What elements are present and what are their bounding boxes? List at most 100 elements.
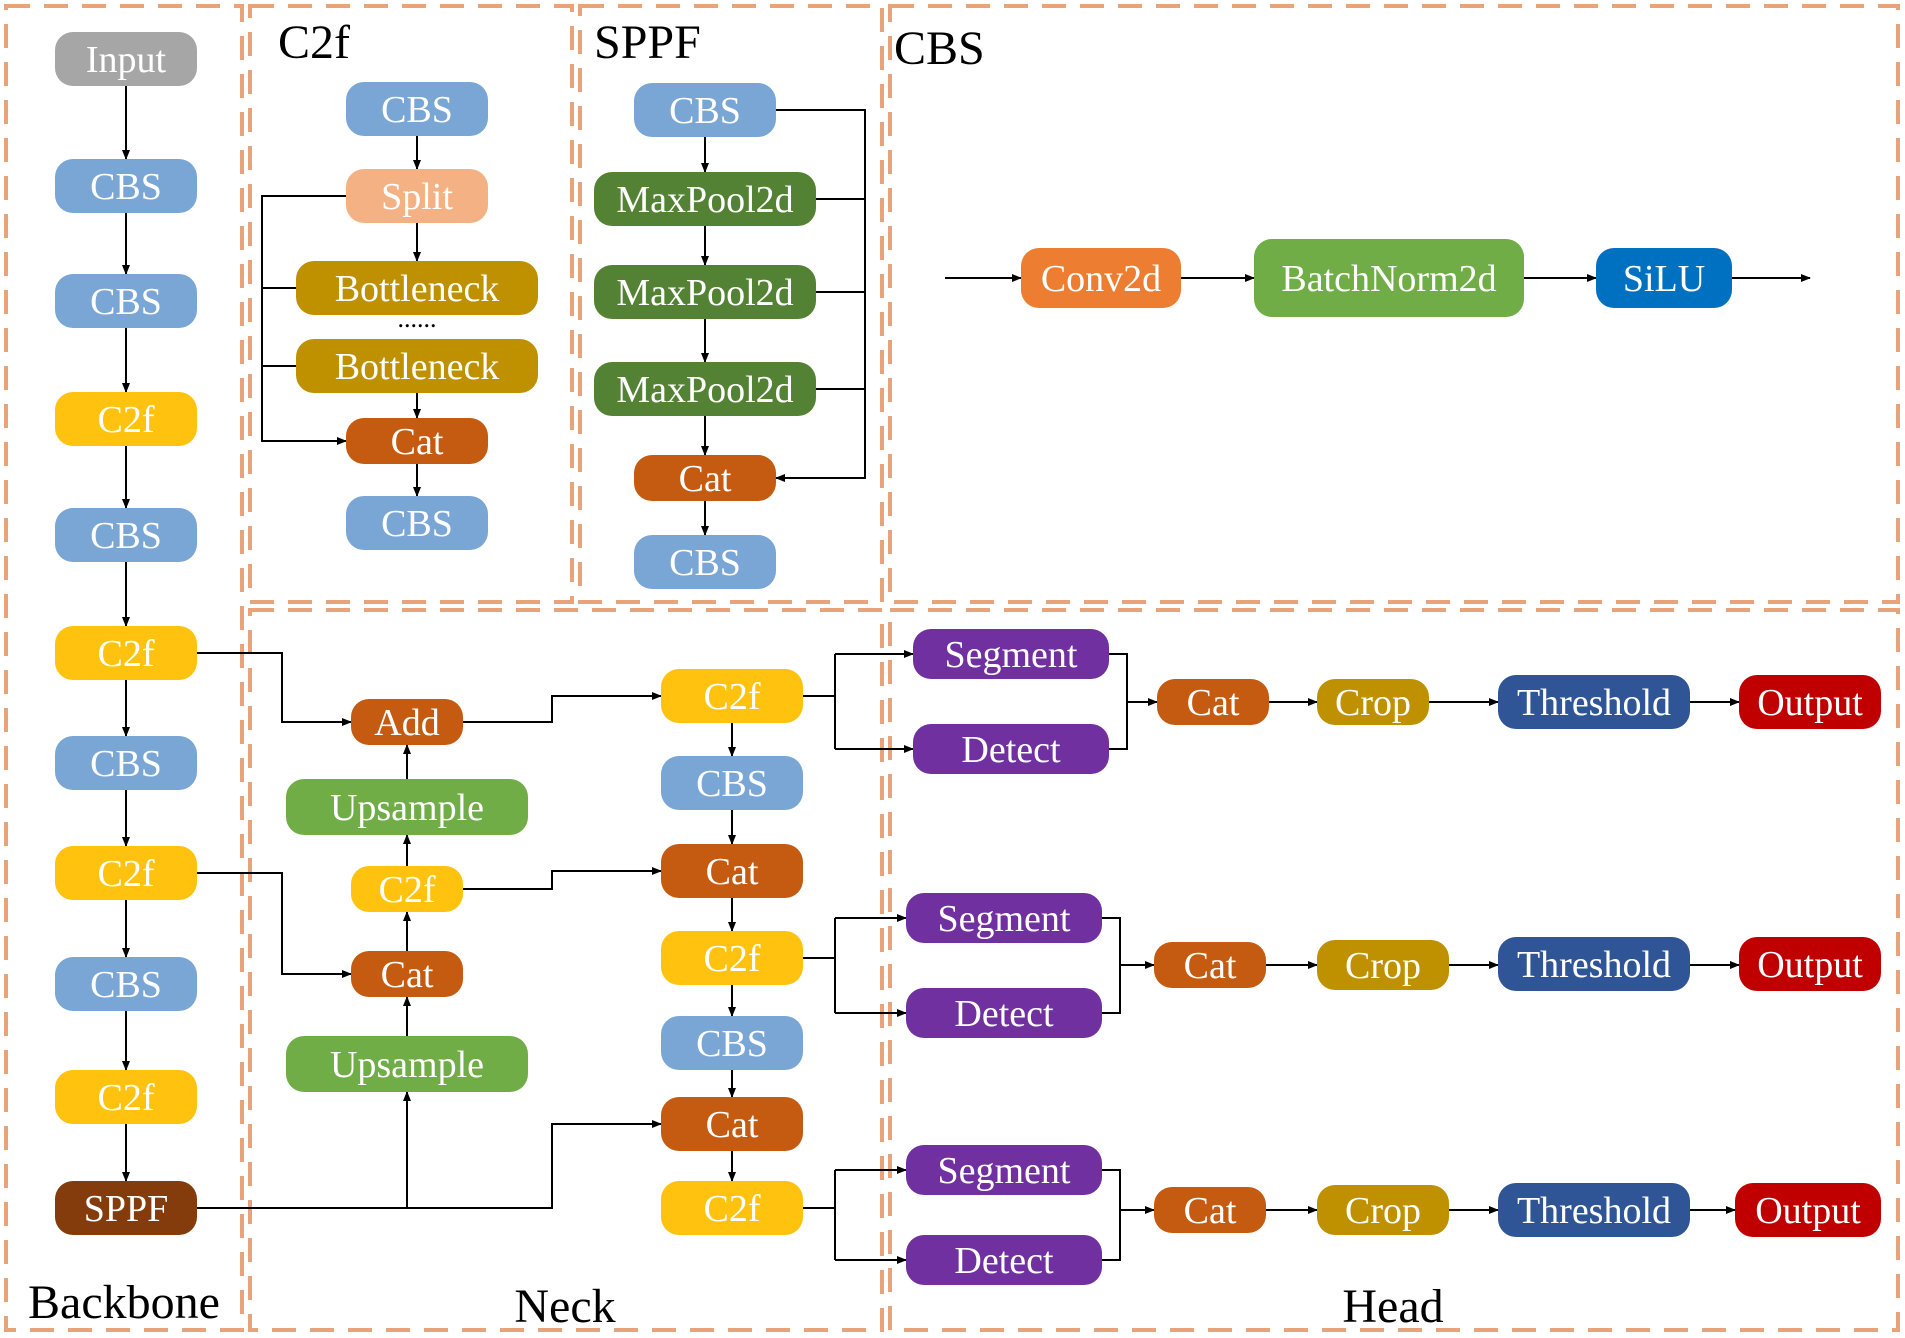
connector-38 bbox=[463, 692, 662, 723]
bb-sppf-box bbox=[55, 1181, 197, 1235]
node-cbs-silu: SiLU bbox=[1596, 248, 1732, 308]
node-cbs-batchnorm2d: BatchNorm2d bbox=[1254, 239, 1524, 317]
node-head3-crop: Crop bbox=[1317, 1185, 1449, 1235]
neck-cat-1-label: Cat bbox=[706, 851, 759, 893]
c2f-title: C2f bbox=[278, 16, 350, 69]
c2f-split-label: Split bbox=[381, 176, 453, 218]
node-bb-c2f-1: C2f bbox=[55, 392, 197, 446]
node-sppf-maxpool-3: MaxPool2d bbox=[594, 362, 816, 416]
frame-backbone bbox=[4, 4, 244, 1332]
node-bb-c2f-3: C2f bbox=[55, 846, 197, 900]
sppf-maxpool-1-label: MaxPool2d bbox=[616, 179, 793, 221]
sppf-cbs-in-box bbox=[634, 83, 776, 137]
node-head1-threshold: Threshold bbox=[1498, 675, 1690, 729]
connector-37 bbox=[407, 1120, 662, 1209]
sppf-maxpool-3-label: MaxPool2d bbox=[616, 369, 793, 411]
c2f-cbs-in-box bbox=[346, 82, 488, 136]
node-bb-sppf: SPPF bbox=[55, 1181, 197, 1235]
node-neck-c2f-mid: C2f bbox=[351, 866, 463, 912]
head1-threshold-box bbox=[1498, 675, 1690, 729]
sppf-title: SPPF bbox=[594, 16, 701, 69]
node-neck-c2f-1: C2f bbox=[661, 669, 803, 723]
neck-c2f-2-box bbox=[661, 931, 803, 985]
neck-add-label: Add bbox=[374, 702, 439, 744]
connector-68 bbox=[1102, 1169, 1121, 1261]
head2-crop-label: Crop bbox=[1345, 945, 1421, 987]
node-c2f-split: Split bbox=[346, 169, 488, 223]
head1-cat-box bbox=[1157, 679, 1269, 725]
neck-c2f-1-box bbox=[661, 669, 803, 723]
sppf-maxpool-2-label: MaxPool2d bbox=[616, 272, 793, 314]
node-neck-upsample-1: Upsample bbox=[286, 779, 528, 835]
neck-cbs-2-label: CBS bbox=[696, 1023, 768, 1065]
frame-head bbox=[888, 608, 1900, 1332]
head2-segment-label: Segment bbox=[938, 898, 1071, 940]
neck-cbs-1-label: CBS bbox=[696, 763, 768, 805]
c2f-cat-label: Cat bbox=[391, 421, 444, 463]
node-neck-c2f-2: C2f bbox=[661, 931, 803, 985]
sppf-cat-label: Cat bbox=[679, 458, 732, 500]
connector-35 bbox=[197, 872, 352, 978]
head3-output-box bbox=[1735, 1183, 1881, 1237]
connector-39 bbox=[463, 867, 662, 890]
c2f-split-box bbox=[346, 169, 488, 223]
cbs-silu-box bbox=[1596, 248, 1732, 308]
cbs-silu-label: SiLU bbox=[1623, 258, 1705, 300]
node-head2-detect: Detect bbox=[906, 988, 1102, 1038]
node-bb-c2f-2: C2f bbox=[55, 626, 197, 680]
c2f-bottleneck-1-box bbox=[296, 261, 538, 315]
head1-crop-label: Crop bbox=[1335, 682, 1411, 724]
head3-output-label: Output bbox=[1755, 1190, 1861, 1232]
head2-threshold-label: Threshold bbox=[1517, 944, 1671, 986]
connector-22 bbox=[775, 109, 866, 482]
cbs-batchnorm2d-label: BatchNorm2d bbox=[1281, 258, 1496, 300]
head1-crop-box bbox=[1317, 679, 1429, 725]
node-neck-cat-mid: Cat bbox=[351, 951, 463, 997]
neck-upsample-1-box bbox=[286, 779, 528, 835]
head1-segment-label: Segment bbox=[945, 634, 1078, 676]
head1-detect-box bbox=[913, 724, 1109, 774]
neck-upsample-1-label: Upsample bbox=[330, 787, 484, 829]
bb-c2f-2-label: C2f bbox=[98, 633, 155, 675]
connectors bbox=[122, 86, 1811, 1264]
cbs-title: CBS bbox=[894, 22, 985, 75]
frame-cbs bbox=[888, 4, 1900, 604]
node-head3-threshold: Threshold bbox=[1498, 1183, 1690, 1237]
neck-upsample-2-box bbox=[286, 1036, 528, 1092]
connector-59 bbox=[1102, 917, 1121, 1014]
head3-detect-box bbox=[906, 1235, 1102, 1285]
head2-threshold-box bbox=[1498, 937, 1690, 991]
neck-c2f-1-label: C2f bbox=[704, 676, 761, 718]
bb-c2f-2-box bbox=[55, 626, 197, 680]
node-c2f-cbs-out: CBS bbox=[346, 496, 488, 550]
node-head2-crop: Crop bbox=[1317, 940, 1449, 990]
node-head3-detect: Detect bbox=[906, 1235, 1102, 1285]
node-sppf-maxpool-2: MaxPool2d bbox=[594, 265, 816, 319]
neck-c2f-mid-label: C2f bbox=[379, 869, 436, 911]
neck-cat-1-box bbox=[661, 844, 803, 898]
head2-output-label: Output bbox=[1757, 944, 1863, 986]
node-neck-add: Add bbox=[351, 699, 463, 745]
bb-cbs-3-label: CBS bbox=[90, 515, 162, 557]
connector-36 bbox=[197, 1091, 411, 1209]
node-head2-cat: Cat bbox=[1154, 942, 1266, 988]
bb-cbs-5-box bbox=[55, 957, 197, 1011]
neck-cbs-2-box bbox=[661, 1016, 803, 1070]
node-bb-c2f-4: C2f bbox=[55, 1070, 197, 1124]
c2f-bottleneck-1-label: Bottleneck bbox=[335, 268, 500, 310]
frame-c2f bbox=[248, 4, 574, 604]
head2-detect-label: Detect bbox=[954, 993, 1054, 1035]
neck-cat-2-box bbox=[661, 1097, 803, 1151]
node-neck-cbs-2: CBS bbox=[661, 1016, 803, 1070]
bb-c2f-4-box bbox=[55, 1070, 197, 1124]
head1-segment-box bbox=[913, 629, 1109, 679]
node-sppf-cbs-out: CBS bbox=[634, 535, 776, 589]
head3-threshold-label: Threshold bbox=[1517, 1190, 1671, 1232]
blocks: InputCBSCBSC2fCBSC2fCBSC2fCBSC2fSPPFCBSS… bbox=[55, 32, 1881, 1285]
node-bb-cbs-5: CBS bbox=[55, 957, 197, 1011]
c2f-cat-box bbox=[346, 418, 488, 464]
head1-output-label: Output bbox=[1757, 682, 1863, 724]
node-head3-segment: Segment bbox=[906, 1145, 1102, 1195]
node-head3-output: Output bbox=[1735, 1183, 1881, 1237]
